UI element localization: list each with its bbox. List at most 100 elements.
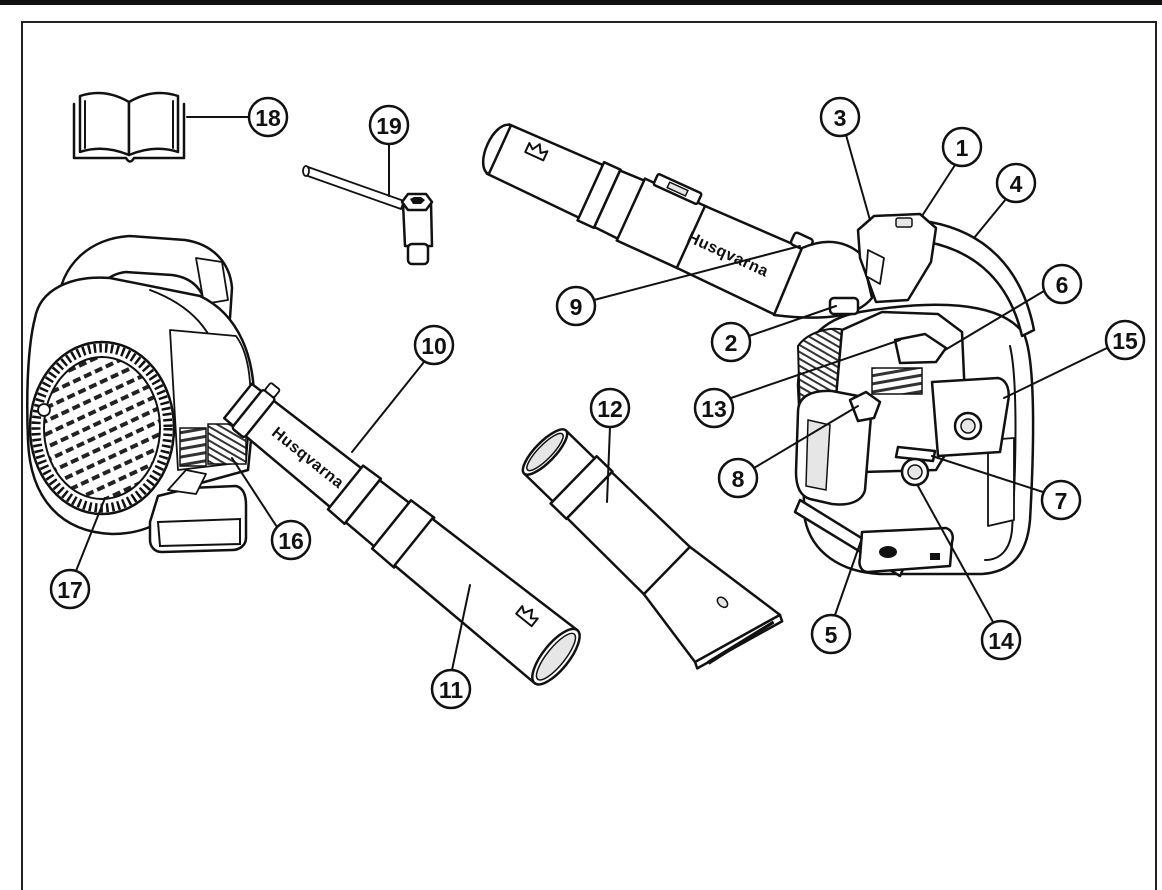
callout-10-label: 10	[421, 333, 447, 359]
blow-pipe-right: Husqvarna	[482, 123, 814, 317]
manual-book-illustration	[72, 91, 186, 163]
fuel-tank-window	[805, 419, 831, 491]
callout-13: 13	[693, 387, 735, 429]
callout-6-circle	[1041, 263, 1083, 305]
leader-line-2	[748, 305, 837, 337]
leader-lines	[75, 116, 1108, 671]
stop-switch	[895, 217, 913, 228]
callout-11-label: 11	[439, 677, 464, 703]
callout-7-circle	[1040, 479, 1082, 521]
callout-18: 18	[247, 96, 289, 138]
pipe-left-collar-a	[326, 464, 383, 526]
wrench-rod-end	[302, 165, 310, 177]
leader-line-6	[944, 290, 1045, 351]
blow-pipe-left: Husqvarna	[222, 382, 581, 686]
callout-15-label: 15	[1112, 328, 1138, 354]
nozzle-loose-slot	[707, 620, 775, 665]
callout-5-circle	[810, 613, 852, 655]
figure-frame	[21, 21, 1157, 890]
leader-line-9	[593, 245, 801, 301]
callout-2-label: 2	[725, 330, 738, 356]
nozzle-loose-vent-hole	[716, 596, 729, 609]
wrench-socket-tip	[406, 242, 430, 266]
callout-12-label: 12	[597, 396, 623, 422]
leader-line-17	[75, 497, 106, 572]
pipe-left-clamp-nut	[264, 382, 281, 398]
cylinder-cover-fins	[871, 367, 923, 395]
leader-line-5	[834, 537, 863, 616]
callout-11: 11	[430, 668, 472, 710]
muffler-shield	[987, 437, 1015, 527]
spark-plug-wrench-illustration	[302, 165, 434, 266]
top-rule	[0, 0, 1162, 5]
brand-crown-logo	[524, 142, 549, 162]
frame-foot	[858, 526, 954, 574]
frame-foot-hole	[879, 546, 897, 558]
callout-8: 8	[717, 457, 759, 499]
wrench-socket-opening	[410, 197, 425, 204]
callout-7: 7	[1040, 479, 1082, 521]
book-page-edges	[84, 100, 174, 149]
frame-foot-slot	[930, 553, 940, 560]
callout-9-circle	[555, 285, 597, 327]
callout-19: 19	[368, 104, 410, 146]
pipe-left-collar-b	[370, 499, 436, 569]
callout-11-circle	[430, 668, 472, 710]
callout-8-circle	[717, 457, 759, 499]
cylinder-cover-grip	[893, 332, 948, 365]
callout-10: 10	[413, 324, 455, 366]
callout-9: 9	[555, 285, 597, 327]
callout-5: 5	[810, 613, 852, 655]
blower-handle-right	[772, 212, 938, 319]
callout-14-circle	[980, 619, 1022, 661]
callout-10-circle	[413, 324, 455, 366]
fan-intake-grille	[43, 356, 161, 500]
nozzle-loose	[521, 428, 784, 670]
blower-assembled-left	[26, 234, 256, 554]
leader-line-16	[231, 457, 278, 528]
support-foot	[148, 484, 248, 554]
callout-16: 16	[270, 519, 312, 561]
callout-6-label: 6	[1056, 272, 1069, 298]
support-foot-face	[156, 517, 241, 548]
callout-3-circle	[819, 96, 861, 138]
primer-bulb-center	[907, 464, 923, 480]
leader-line-12	[606, 426, 611, 503]
leader-line-1	[921, 164, 956, 217]
callout-2: 2	[710, 321, 752, 363]
callout-13-label: 13	[701, 396, 727, 422]
nozzle-loose-slot-face	[693, 613, 784, 670]
callout-1-circle	[941, 126, 983, 168]
pipe-left-outlet-inner	[535, 632, 577, 681]
callout-13-circle	[693, 387, 735, 429]
callout-12: 12	[589, 387, 631, 429]
callout-4-circle	[995, 162, 1037, 204]
leader-line-7	[931, 455, 1044, 493]
rear-handle	[56, 234, 234, 320]
fuel-cap	[848, 390, 882, 423]
callout-14-label: 14	[988, 628, 1014, 654]
callout-12-circle	[589, 387, 631, 429]
callouts: 1 2 3 4 5 6 7 8 9 10 11 12 13 14 15 16 1…	[49, 96, 1146, 710]
callout-17-circle	[49, 568, 91, 610]
pipe-right-tip	[482, 123, 513, 176]
throttle-trigger	[865, 249, 885, 285]
callout-3: 3	[819, 96, 861, 138]
callout-17-label: 17	[57, 577, 83, 603]
air-filter-knob-center	[960, 418, 976, 434]
leader-line-14	[917, 485, 994, 623]
callout-1: 1	[941, 126, 983, 168]
nozzle-loose-inlet-inner	[526, 432, 564, 472]
cylinder-fins	[179, 427, 207, 467]
callout-18-circle	[247, 96, 289, 138]
callout-17: 17	[49, 568, 91, 610]
callout-15: 15	[1104, 319, 1146, 361]
callout-18-label: 18	[255, 105, 281, 131]
callout-9-label: 9	[570, 294, 583, 320]
callout-19-label: 19	[376, 113, 402, 139]
callout-16-label: 16	[278, 528, 304, 554]
brand-crown-logo	[515, 605, 539, 628]
callout-16-circle	[270, 519, 312, 561]
book-left-page	[78, 91, 131, 157]
